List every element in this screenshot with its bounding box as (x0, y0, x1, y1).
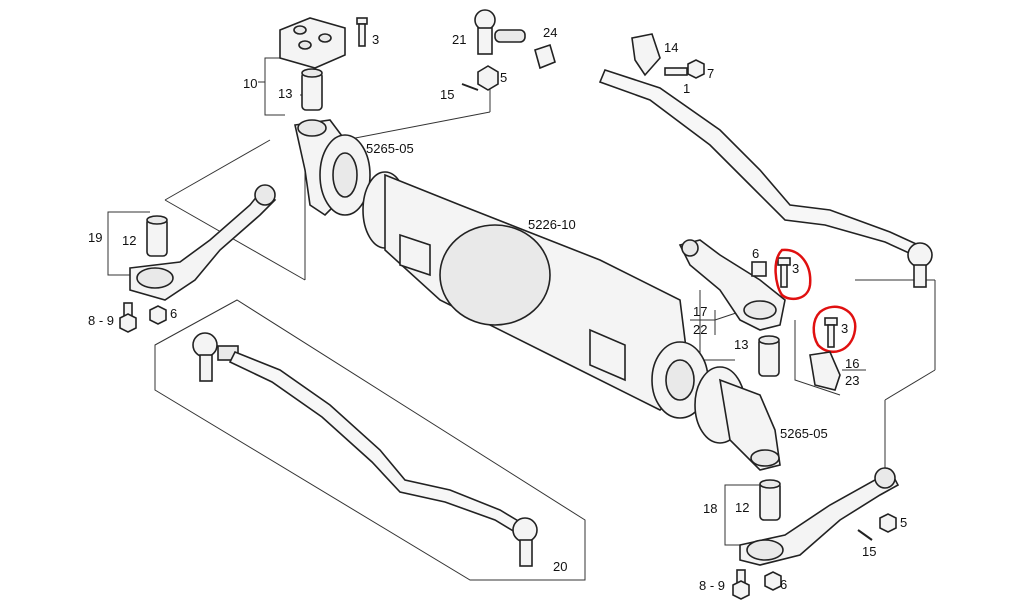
label-20: 20 (553, 559, 567, 574)
nut-6-right (751, 261, 767, 277)
bushing-13-top (301, 68, 323, 111)
label-17: 17 (693, 304, 707, 319)
bolt-3-highlighted-2 (812, 305, 857, 354)
label-8-9-bottom: 8 - 9 (699, 578, 725, 593)
clamp-14 (631, 33, 661, 77)
steering-arm-18 (739, 467, 900, 566)
bolt-8-9-left (119, 302, 137, 333)
label-18: 18 (703, 501, 717, 516)
bushing-12-right (759, 479, 781, 521)
nut-6-bottom (764, 571, 782, 591)
steering-arm-19 (129, 184, 277, 301)
nut-5-bottom (879, 513, 897, 533)
bushing-13-right (758, 335, 780, 377)
drag-link-1 (598, 69, 933, 288)
label-3-highlighted-2: 3 (841, 321, 848, 336)
cotter-pin-15-bottom (857, 529, 873, 541)
bracket-16-23 (809, 351, 841, 391)
label-5265-05-top: 5265-05 (366, 141, 414, 156)
axle-housing-5226 (362, 171, 709, 419)
label-3-top: 3 (372, 32, 379, 47)
label-12-right: 12 (735, 500, 749, 515)
flange-block-10 (279, 17, 346, 69)
steering-knuckle-bottom (694, 366, 781, 471)
label-13-top: 13 (278, 86, 292, 101)
label-7: 7 (707, 66, 714, 81)
part-labels: 3 10 13 21 24 5 15 14 7 1 5265-05 19 12 … (88, 25, 907, 593)
label-5226-10: 5226-10 (528, 217, 576, 232)
label-10: 10 (243, 76, 257, 91)
label-1: 1 (683, 81, 690, 96)
bolt-8-9-bottom (732, 569, 750, 600)
ball-joint-21 (474, 9, 526, 55)
bushing-12-left (146, 215, 168, 257)
label-3-highlighted-1: 3 (792, 261, 799, 276)
steering-arm-17-22 (678, 239, 786, 331)
label-15-bottom: 15 (862, 544, 876, 559)
leader-lines (107, 57, 936, 581)
steering-knuckle-top (294, 119, 371, 217)
label-6-left: 6 (170, 306, 177, 321)
nut-5-top (477, 65, 499, 91)
label-6-right: 6 (752, 246, 759, 261)
boot-24 (534, 43, 556, 70)
bolt-3-top (356, 17, 368, 47)
label-8-9-left: 8 - 9 (88, 313, 114, 328)
label-5-bottom: 5 (900, 515, 907, 530)
label-15-top: 15 (440, 87, 454, 102)
label-5265-05-bottom: 5265-05 (780, 426, 828, 441)
label-13-right: 13 (734, 337, 748, 352)
label-22: 22 (693, 322, 707, 337)
label-12-left: 12 (122, 233, 136, 248)
cotter-pin-15-top (461, 83, 479, 91)
tie-rod-20 (192, 332, 538, 567)
label-16: 16 (845, 356, 859, 371)
label-6-bottom: 6 (780, 577, 787, 592)
label-5-top: 5 (500, 70, 507, 85)
label-21: 21 (452, 32, 466, 47)
label-24: 24 (543, 25, 557, 40)
label-23: 23 (845, 373, 859, 388)
label-19: 19 (88, 230, 102, 245)
label-14: 14 (664, 40, 678, 55)
nut-6-left (149, 305, 167, 325)
bolt-7 (664, 59, 705, 79)
bolt-3-highlighted-1 (774, 248, 812, 301)
